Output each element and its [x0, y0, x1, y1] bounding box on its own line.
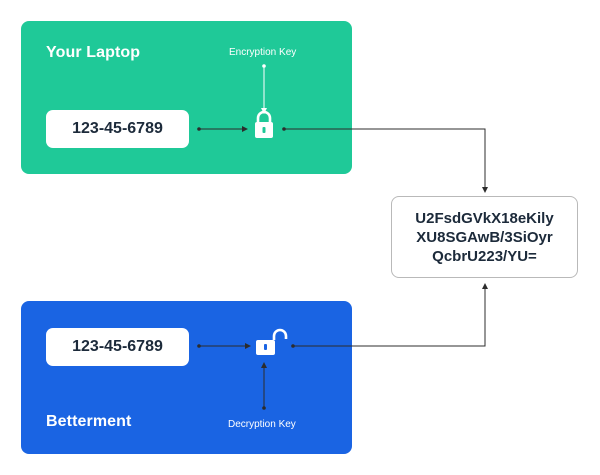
- lock-closed-icon: [255, 110, 273, 138]
- lock-open-icon: [256, 328, 288, 355]
- laptop-value-box: 123-45-6789: [46, 110, 189, 148]
- betterment-value: 123-45-6789: [72, 338, 163, 355]
- decryption-key-label: Decryption Key: [228, 419, 296, 430]
- ciphertext-line-1: U2FsdGVkX18eKily: [415, 209, 554, 227]
- betterment-title: Betterment: [46, 413, 132, 430]
- betterment-value-arrow: [197, 343, 251, 349]
- ciphertext-line-3: QcbrU223/YU=: [432, 247, 537, 265]
- encryption-key-arrow: [261, 64, 267, 114]
- ciphertext-box: U2FsdGVkX18eKily XU8SGAwB/3SiOyr QcbrU22…: [391, 196, 578, 278]
- decryption-key-arrow: [261, 362, 267, 410]
- laptop-value-arrow: [197, 126, 248, 132]
- encryption-key-label: Encryption Key: [229, 47, 297, 58]
- laptop-panel: Your Laptop Encryption Key 123-45-6789: [21, 21, 352, 174]
- laptop-value: 123-45-6789: [72, 120, 163, 137]
- cipher-to-decrypt-arrow: [291, 283, 488, 348]
- betterment-value-box: 123-45-6789: [46, 328, 189, 366]
- betterment-panel: 123-45-6789 Betterment Decryption Key: [21, 301, 352, 454]
- laptop-title: Your Laptop: [46, 44, 141, 61]
- ciphertext-line-2: XU8SGAwB/3SiOyr: [416, 228, 553, 246]
- encrypt-to-cipher-arrow: [282, 127, 488, 193]
